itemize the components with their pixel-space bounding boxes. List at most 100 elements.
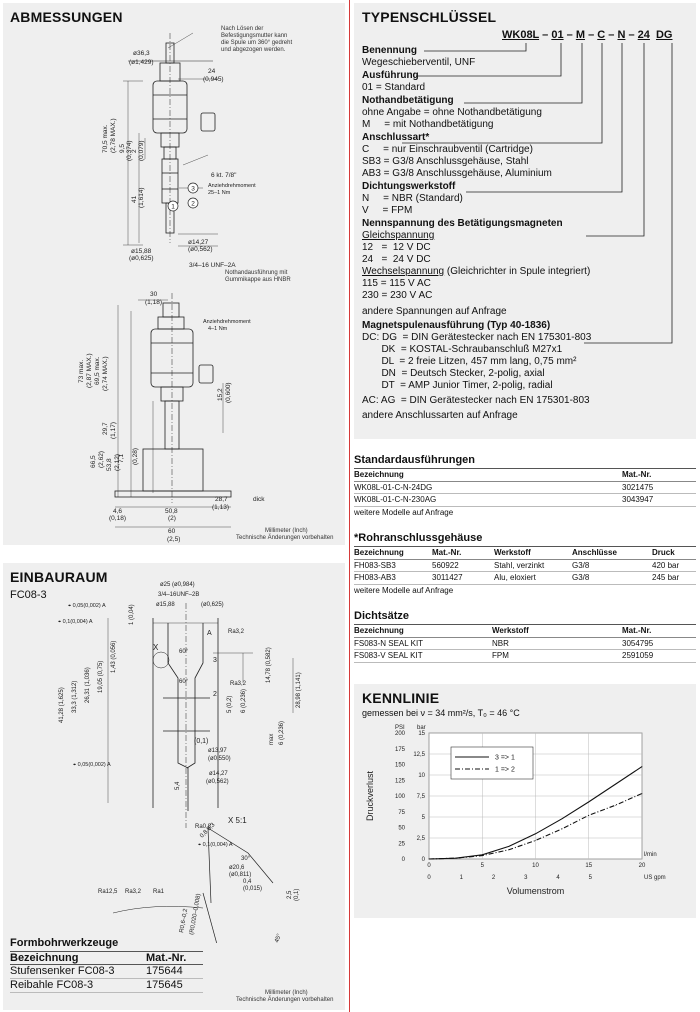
dim-label: (ø1,429) <box>129 59 154 66</box>
cell: FH083-SB3 <box>354 560 396 570</box>
dim-label: 33,3 (1,312) <box>72 681 78 713</box>
dim-label: 60 <box>168 528 176 535</box>
dim-label: 5 (0,2) <box>227 696 233 713</box>
gpm-unit-label: US gpm <box>644 875 666 881</box>
block-line: 12 = 12 V DC <box>362 242 431 253</box>
dim-label: ø13,97 <box>208 748 227 754</box>
dim-label: 7,1 <box>118 454 125 463</box>
dim-label: (R0,020–0,008) <box>189 893 202 935</box>
cell: FH083-AB3 <box>354 573 396 582</box>
dim-label: 19,05 (0,75) <box>98 661 104 693</box>
manual-override-note: Nothandausführung mit Gummikappe aus HNB… <box>225 270 291 283</box>
y-tick-label: 0 <box>422 857 426 863</box>
data-point <box>641 793 643 794</box>
dim-label: 28,98 (1,141) <box>296 672 302 708</box>
bar-unit-label: bar <box>417 725 426 731</box>
cell: FS083-V SEAL KIT <box>354 651 423 660</box>
code-part-nothand: M <box>575 29 586 41</box>
col-head: Bezeichnung <box>354 548 404 557</box>
block-head: Benennung <box>362 45 417 56</box>
type-key-list: Benennung Wegeschieberventil, UNF Ausfüh… <box>362 45 692 422</box>
units-note: Millimeter (Inch) <box>265 528 308 534</box>
callout-label: 3 <box>191 186 195 193</box>
tol-frame: ⌖ 0,05(0,002) A <box>68 603 106 609</box>
ac-head: Wechselspannung <box>362 266 445 277</box>
gpm-tick-label: 1 <box>460 875 464 881</box>
dc-head: Gleichspannung <box>362 230 435 241</box>
dim-label: max <box>269 734 275 745</box>
einbauraum-subtitle: FC08-3 <box>10 589 47 601</box>
callout-3-upper <box>187 182 199 194</box>
dim-label: (2,78 MAX.) <box>110 118 117 153</box>
legend-label: 1 => 2 <box>495 767 515 774</box>
code-sep: – <box>608 29 615 41</box>
block-anschlussart: Anschlussart* C = nur Einschraubventil (… <box>362 132 692 180</box>
data-point <box>455 857 457 859</box>
dim-label: 1 (0,04) <box>129 604 135 625</box>
callout-2-upper <box>187 197 199 209</box>
col-head: Bezeichnung <box>354 470 404 479</box>
dim-label: dick <box>253 496 265 503</box>
block-line: C = nur Einschraubventil (Cartridge) <box>362 144 533 155</box>
dim-label: (ø0,625) <box>201 602 224 608</box>
code-sep: – <box>566 29 573 41</box>
gpm-tick-label: 5 <box>589 875 593 881</box>
datum-label: A <box>207 630 212 637</box>
valve-dimension-drawing: 3 2 1 ø36,3 (ø1,429) 24 (0,945) 70,5 max… <box>78 32 265 543</box>
more-models-note: weitere Modelle auf Anfrage <box>354 585 454 595</box>
ac-note: (Gleichrichter in Spule integriert) <box>444 266 591 277</box>
block-line: AC: AG = DIN Gerätestecker nach EN 17530… <box>362 395 590 406</box>
dim-label: 2,5 <box>287 890 293 899</box>
col-head: Anschlüsse <box>572 548 617 557</box>
block-line: DN = Deutsch Stecker, 2-polig, axial <box>362 368 545 379</box>
psi-tick-label: 75 <box>398 810 405 816</box>
more-models-note: weitere Modelle auf Anfrage <box>354 507 454 517</box>
type-code-leader-lines <box>402 43 673 344</box>
dim-label: ø25 (ø0,984) <box>160 582 195 588</box>
dim-label: 4–1 Nm <box>208 326 228 332</box>
dim-label: (1,13) <box>212 504 229 511</box>
dim-label: Ra3,2 <box>228 629 245 635</box>
cell: Alu, eloxiert <box>494 573 536 582</box>
legend-box <box>450 746 534 780</box>
dim-label: 1,43 (0,056) <box>111 641 117 673</box>
abmessungen-title: ABMESSUNGEN <box>10 9 123 25</box>
dim-label: 28,7 <box>215 496 228 503</box>
cell: G3/8 <box>572 560 590 570</box>
dim-label: 6 (0,236) <box>279 721 285 745</box>
dim-label: (0,1) <box>294 889 300 901</box>
dim-label: ø15,88 <box>156 602 175 608</box>
code-sep: – <box>628 29 635 41</box>
block-line: 24 = 24 V DC <box>362 254 431 265</box>
y-tick-label: 7,5 <box>417 794 426 800</box>
x-tick-label: 0 <box>427 863 431 869</box>
dim-label: (2,74 MAX.) <box>102 356 109 391</box>
block-line: 230 = 230 V AC <box>362 290 433 301</box>
dim-label: (1,17) <box>110 422 117 439</box>
cell: G3/8 <box>572 573 590 582</box>
psi-unit-label: PSI <box>395 725 405 731</box>
kennlinie-title: KENNLINIE <box>362 690 440 706</box>
dim-label: Ra0,8 <box>195 824 212 830</box>
block-benennung: Benennung Wegeschieberventil, UNF <box>362 45 692 69</box>
tool-name: Reibahle FC08-3 <box>10 979 94 991</box>
dim-label: 73 max. <box>78 360 85 383</box>
dim-label: (1,18) <box>145 299 162 306</box>
dim-label: 66,5 <box>90 455 97 468</box>
callout-1-upper <box>167 200 179 212</box>
psi-tick-label: 150 <box>395 763 406 769</box>
block-line: 115 = 115 V AC <box>362 278 431 289</box>
dim-label: (ø0,562) <box>188 246 213 253</box>
rotate-coil-note: Nach Lösen der Befestigungsmutter kann d… <box>221 26 293 53</box>
dim-label: 5,4 <box>175 781 181 790</box>
data-point <box>588 814 590 816</box>
psi-tick-label: 100 <box>395 794 406 800</box>
kennlinie-panel: KENNLINIE gemessen bei ν = 34 mm²/s, T₀ … <box>354 684 696 918</box>
block-ausfuehrung: Ausführung 01 = Standard <box>362 70 692 94</box>
tool-nr: 175644 <box>146 965 183 977</box>
dim-label: ø20,6 <box>229 865 245 871</box>
